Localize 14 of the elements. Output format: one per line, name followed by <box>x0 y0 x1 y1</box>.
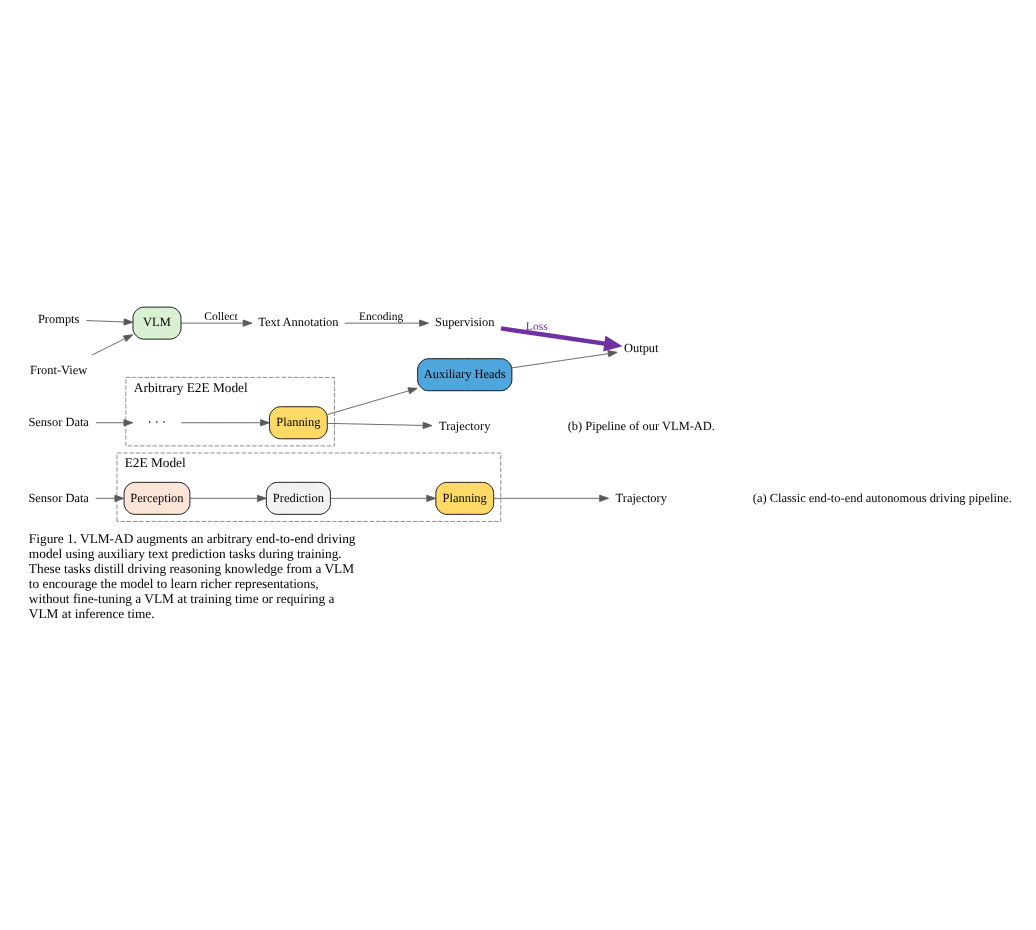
arrow <box>90 334 133 356</box>
arrow <box>329 494 436 502</box>
arrow <box>510 350 617 369</box>
arrow <box>188 494 266 502</box>
arrow <box>499 326 622 352</box>
arrow <box>85 318 133 326</box>
arrow <box>326 421 432 429</box>
arrow <box>343 319 428 327</box>
arrow <box>326 387 417 415</box>
arrow <box>94 494 124 502</box>
arrow <box>179 319 252 327</box>
arrow <box>94 419 133 427</box>
arrow <box>492 494 608 502</box>
arrow <box>179 419 269 427</box>
